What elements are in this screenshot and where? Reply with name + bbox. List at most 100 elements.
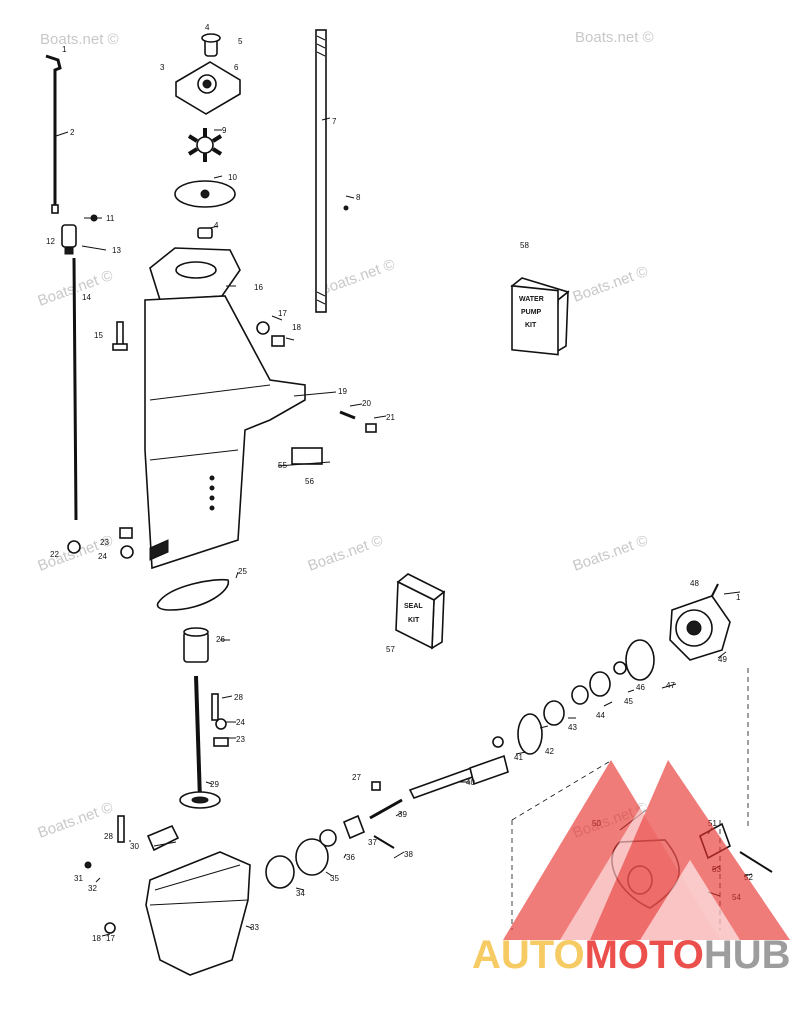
- callout-1: 1: [62, 45, 67, 54]
- callout-52: 52: [744, 873, 753, 882]
- callout-3: 3: [160, 63, 165, 72]
- water-pump-kit-label: PUMP: [521, 309, 542, 316]
- callout-9: 9: [222, 126, 227, 135]
- logo-moto-text: MOTO: [585, 933, 704, 977]
- callout-21: 21: [386, 413, 395, 422]
- callout-56: 56: [305, 477, 314, 486]
- callout-5: 5: [238, 37, 243, 46]
- callout-13: 13: [112, 246, 121, 255]
- oil-seal-sleeve: [183, 627, 209, 663]
- propeller-shaft: [408, 754, 509, 799]
- callout-14: 14: [82, 293, 91, 302]
- logo-wordmark: AUTOMOTOHUB: [472, 933, 791, 977]
- callout-18: 18: [92, 934, 101, 943]
- callout-7: 7: [332, 117, 337, 126]
- callout-20: 20: [362, 399, 371, 408]
- callout-45: 45: [624, 697, 633, 706]
- callout-44: 44: [596, 711, 605, 720]
- callout-17: 17: [278, 309, 287, 318]
- callout-25: 25: [238, 567, 247, 576]
- callout-18: 18: [292, 323, 301, 332]
- callout-15: 15: [94, 331, 103, 340]
- watermark-text: Boats.net ©: [40, 31, 119, 48]
- callout-31: 31: [74, 874, 83, 883]
- callout-4: 4: [205, 23, 210, 32]
- callout-30: 30: [130, 842, 139, 851]
- callout-58: 58: [520, 241, 529, 250]
- shift-rod-upper: [45, 54, 62, 214]
- callout-28: 28: [234, 693, 243, 702]
- driveshaft: [315, 29, 327, 313]
- callout-22: 22: [50, 550, 59, 559]
- callout-10: 10: [228, 173, 237, 182]
- callout-39: 39: [398, 810, 407, 819]
- watermark-text: Boats.net ©: [571, 532, 651, 575]
- callout-35: 35: [330, 874, 339, 883]
- housing-gasket: [156, 578, 230, 611]
- callout-41: 41: [514, 753, 523, 762]
- seal-kit-label: KIT: [408, 617, 420, 624]
- callout-43: 43: [568, 723, 577, 732]
- callout-11: 11: [106, 214, 115, 223]
- callout-47: 47: [666, 681, 675, 690]
- callout-24: 24: [236, 718, 245, 727]
- callout-27: 27: [352, 773, 361, 782]
- callout-16: 16: [254, 283, 263, 292]
- impeller-plate: [174, 180, 236, 239]
- callout-38: 38: [404, 850, 413, 859]
- watermark-text: Boats.net ©: [318, 256, 398, 299]
- callout-28: 28: [104, 832, 113, 841]
- seal-kit-label: SEAL: [404, 603, 423, 610]
- callout-1: 1: [736, 593, 741, 602]
- automotohub-logo: AUTOMOTOHUB: [472, 760, 791, 977]
- logo-inner-triangle: [640, 860, 740, 940]
- callout-24: 24: [98, 552, 107, 561]
- assembly-dashed-outline: [511, 668, 749, 930]
- callout-48: 48: [690, 579, 699, 588]
- callout-26: 26: [216, 635, 225, 644]
- callout-29: 29: [210, 780, 219, 789]
- forward-gear-bearing: [492, 639, 655, 755]
- callout-37: 37: [368, 838, 377, 847]
- logo-hub-text: HUB: [704, 933, 791, 977]
- bearing-carrier: [669, 583, 731, 661]
- callout-2: 2: [70, 128, 75, 137]
- callout-33: 33: [250, 923, 259, 932]
- water-pump-housing: [175, 33, 241, 115]
- shift-cam: [117, 815, 180, 852]
- callout-49: 49: [718, 655, 727, 664]
- watermark-text: Boats.net ©: [306, 532, 386, 575]
- callout-19: 19: [338, 387, 347, 396]
- callout-23: 23: [236, 735, 245, 744]
- callout-4: 4: [214, 221, 219, 230]
- logo-auto-text: AUTO: [472, 933, 585, 977]
- callout-17: 17: [106, 934, 115, 943]
- seal-kit-box: SEAL KIT: [395, 573, 446, 650]
- water-pump-kit-label: WATER: [519, 296, 544, 303]
- logo-triangle: [590, 760, 790, 940]
- callout-32: 32: [88, 884, 97, 893]
- callout-12: 12: [46, 237, 55, 246]
- callout-34: 34: [296, 889, 305, 898]
- callout-36: 36: [346, 853, 355, 862]
- callout-numbers: 1 2 3 4 5 6 7 8 9 10 11 12 13 14 15 16 1…: [46, 23, 753, 943]
- callout-42: 42: [545, 747, 554, 756]
- callout-8: 8: [356, 193, 361, 202]
- gearcase: [84, 851, 251, 976]
- watermark-text: Boats.net ©: [571, 263, 651, 306]
- water-pump-impeller: [187, 128, 223, 162]
- callout-23: 23: [100, 538, 109, 547]
- callout-6: 6: [234, 63, 239, 72]
- water-pump-kit-label: KIT: [525, 322, 537, 329]
- shift-rod-lower: [72, 257, 78, 521]
- callout-40: 40: [466, 778, 475, 787]
- water-pump-kit-box: WATER PUMP KIT: [510, 277, 570, 356]
- shift-rod-coupler: [61, 214, 98, 255]
- callout-51: 51: [708, 819, 717, 828]
- gear-train: [265, 781, 403, 889]
- callout-46: 46: [636, 683, 645, 692]
- callout-55: 55: [278, 461, 287, 470]
- pinion-shaft: [179, 675, 229, 809]
- callout-57: 57: [386, 645, 395, 654]
